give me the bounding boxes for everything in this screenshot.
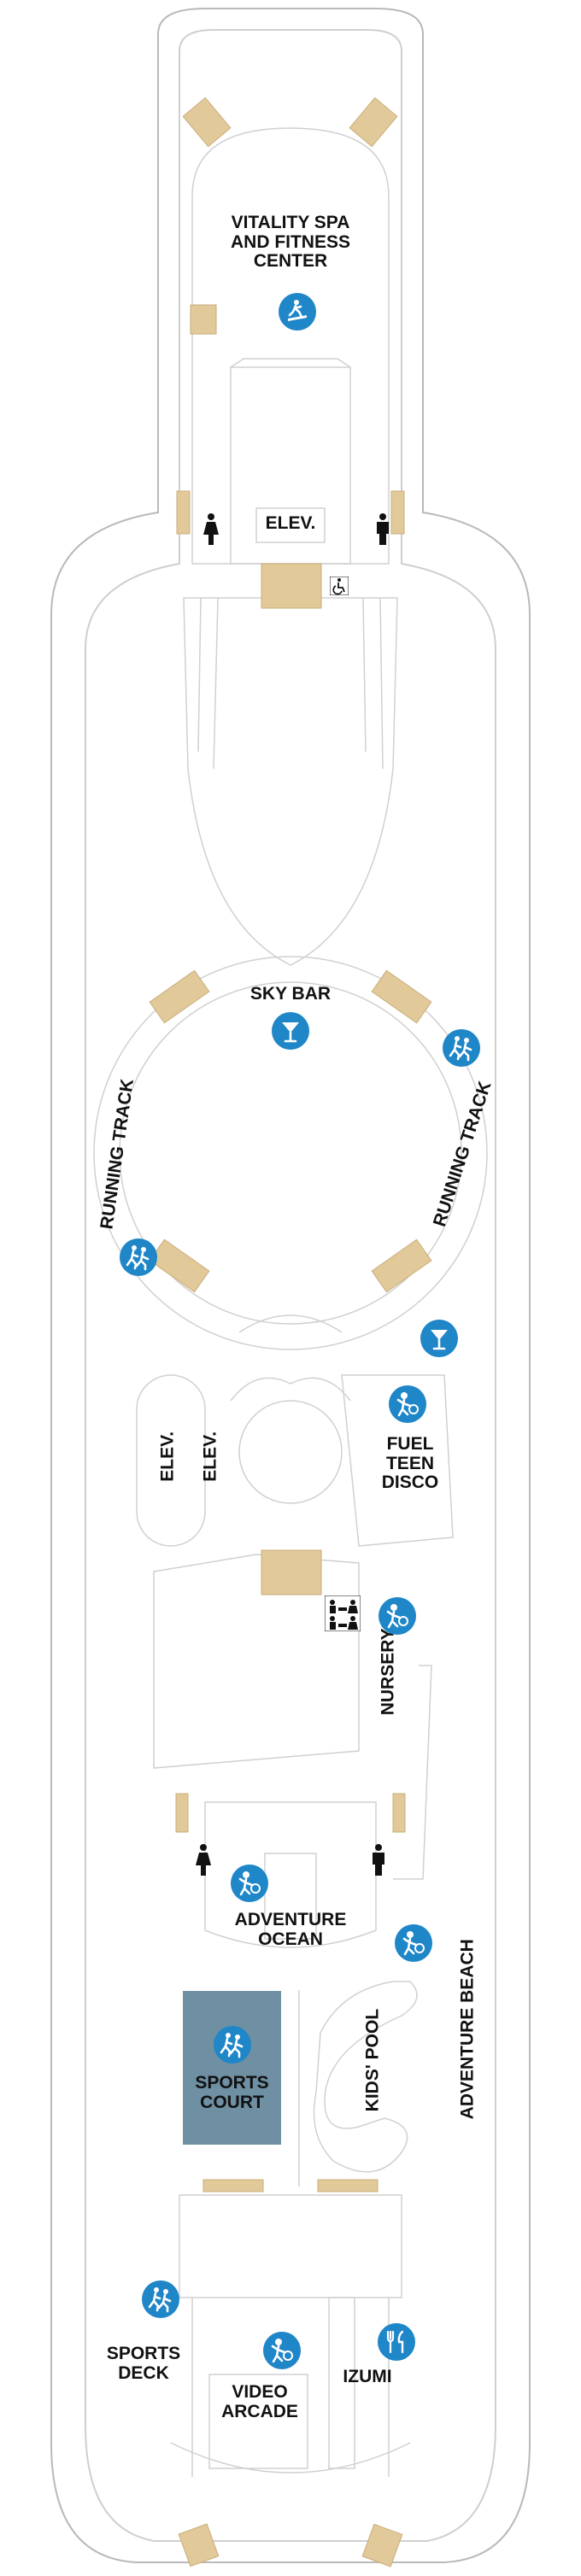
cocktail-icon xyxy=(420,1320,458,1357)
adventure-ocean-label: ADVENTURE OCEAN xyxy=(234,1910,347,1949)
sports-court-label: SPORTS COURT xyxy=(195,2073,269,2112)
video-arcade-label: VIDEO ARCADE xyxy=(221,2382,298,2421)
kids-club-icon xyxy=(263,2332,301,2369)
adventure-beach-label: ADVENTURE BEACH xyxy=(457,1939,478,2120)
sports-deck-label: SPORTS DECK xyxy=(106,2344,181,2383)
sports-icon xyxy=(142,2280,179,2318)
women-restroom-icon xyxy=(200,512,222,547)
running-icon xyxy=(443,1029,480,1067)
kids-pool-label: KIDS' POOL xyxy=(362,2008,383,2112)
sports-icon xyxy=(214,2026,251,2064)
women-restroom-icon xyxy=(192,1843,214,1877)
kids-club-icon xyxy=(395,1924,432,1962)
kids-club-icon xyxy=(389,1385,426,1423)
fitness-icon xyxy=(279,293,316,331)
sky-bar-label: SKY BAR xyxy=(249,984,332,1004)
fuel-teen-disco-label: FUEL TEEN DISCO xyxy=(381,1434,439,1493)
nursery-label: NURSERY xyxy=(378,1628,398,1716)
izumi-label: IZUMI xyxy=(343,2367,392,2386)
running-icon xyxy=(120,1238,157,1276)
elev-top-label: ELEV. xyxy=(265,513,316,533)
elev-right-label: ELEV. xyxy=(200,1431,220,1482)
wheelchair-icon xyxy=(330,577,349,595)
kids-club-icon xyxy=(231,1865,268,1902)
restrooms-icon xyxy=(325,1595,361,1631)
dining-icon xyxy=(378,2323,415,2361)
spa-label: VITALITY SPA AND FITNESS CENTER xyxy=(230,213,350,272)
men-restroom-icon xyxy=(372,512,394,547)
men-restroom-icon xyxy=(367,1843,390,1877)
elev-left-label: ELEV. xyxy=(157,1431,178,1482)
sports-court-area xyxy=(183,1991,281,2145)
cocktail-icon xyxy=(272,1012,309,1050)
kids-club-icon xyxy=(379,1597,416,1635)
